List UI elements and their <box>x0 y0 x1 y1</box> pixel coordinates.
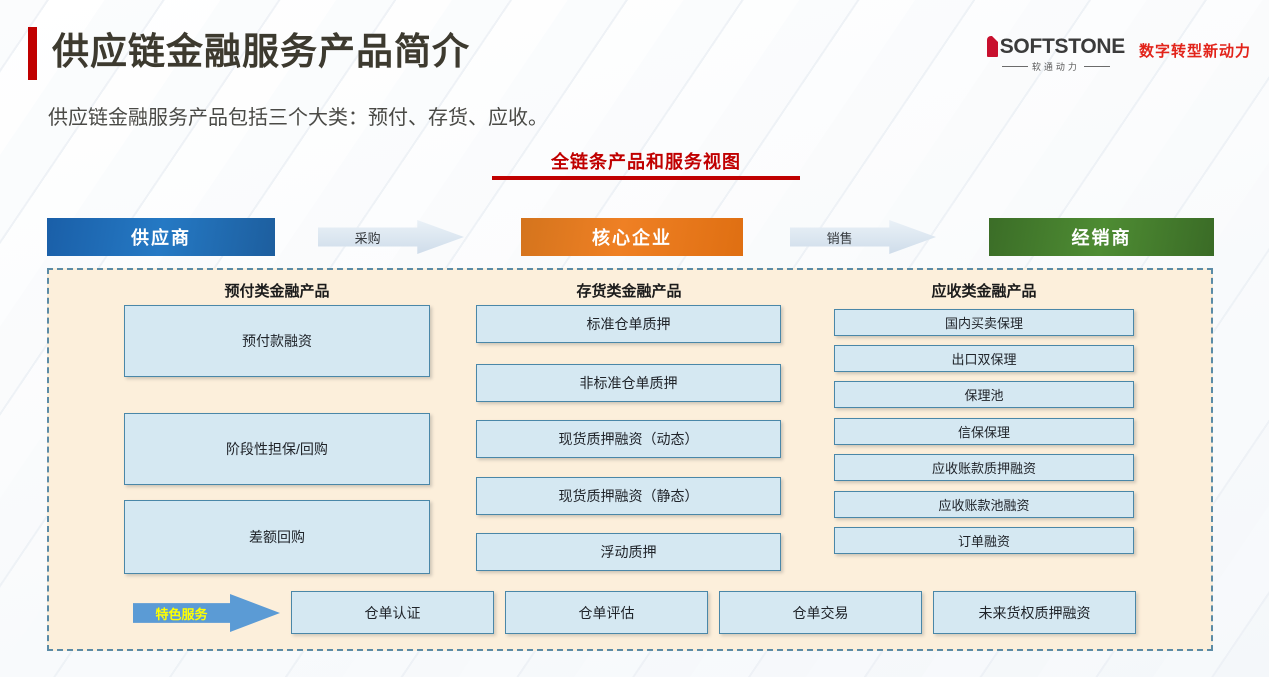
logo-i-icon <box>986 36 999 57</box>
feature-box[interactable]: 仓单评估 <box>505 591 708 634</box>
flow-arrow-sales: 销售 <box>790 220 936 254</box>
feature-service-label: 特色服务 <box>155 606 208 622</box>
product-box[interactable]: 标准仓单质押 <box>476 305 781 343</box>
product-box[interactable]: 国内买卖保理 <box>834 309 1134 336</box>
diagram-title: 全链条产品和服务视图 <box>551 152 741 172</box>
page-title: 供应链金融服务产品简介 <box>52 31 470 72</box>
page-subtitle: 供应链金融服务产品包括三个大类：预付、存货、应收。 <box>48 107 548 129</box>
logo-wordmark-row: SOFTSTONE <box>986 35 1126 58</box>
title-accent-bar <box>28 27 37 80</box>
feature-box[interactable]: 仓单交易 <box>719 591 922 634</box>
logo-cn-name: 软通动力 <box>1031 62 1080 72</box>
column-header-receivable: 应收类金融产品 <box>931 283 1037 300</box>
logo-rule-left-icon <box>1001 66 1028 67</box>
logo-rule-right-icon <box>1083 66 1110 67</box>
column-header-prepaid: 预付类金融产品 <box>224 283 330 300</box>
product-box[interactable]: 现货质押融资（动态） <box>476 420 781 458</box>
diagram-title-underline <box>492 176 800 180</box>
product-box[interactable]: 订单融资 <box>834 527 1134 554</box>
product-box[interactable]: 出口双保理 <box>834 345 1134 372</box>
chain-node-core: 核心企业 <box>521 218 743 256</box>
logo-slogan: 数字转型新动力 <box>1138 43 1251 60</box>
product-box[interactable]: 现货质押融资（静态） <box>476 477 781 515</box>
logo-cn-row: 软通动力 <box>987 60 1125 73</box>
feature-box[interactable]: 仓单认证 <box>291 591 494 634</box>
logo-wordmark: SOFTSTONE <box>999 35 1126 58</box>
logo-mark: SOFTSTONE 软通动力 <box>986 35 1126 73</box>
product-box[interactable]: 保理池 <box>834 381 1134 408</box>
product-box[interactable]: 应收账款池融资 <box>834 491 1134 518</box>
flow-arrow-sales-label: 销售 <box>826 230 853 246</box>
chain-node-core-label: 核心企业 <box>592 228 672 248</box>
flow-arrow-purchase-label: 采购 <box>354 230 381 246</box>
product-box[interactable]: 预付款融资 <box>124 305 430 377</box>
company-logo: SOFTSTONE 软通动力 数字转型新动力 <box>986 35 1251 73</box>
product-box[interactable]: 信保保理 <box>834 418 1134 445</box>
chain-node-dealer: 经销商 <box>989 218 1214 256</box>
flow-arrow-purchase: 采购 <box>318 220 464 254</box>
product-box[interactable]: 差额回购 <box>124 500 430 574</box>
product-box[interactable]: 浮动质押 <box>476 533 781 571</box>
feature-box[interactable]: 未来货权质押融资 <box>933 591 1136 634</box>
feature-service-arrow: 特色服务 <box>133 594 280 632</box>
product-box[interactable]: 阶段性担保/回购 <box>124 413 430 485</box>
product-box[interactable]: 非标准仓单质押 <box>476 364 781 402</box>
column-header-inventory: 存货类金融产品 <box>576 283 682 300</box>
chain-node-dealer-label: 经销商 <box>1071 228 1132 248</box>
chain-node-supplier: 供应商 <box>47 218 275 256</box>
product-box[interactable]: 应收账款质押融资 <box>834 454 1134 481</box>
chain-node-supplier-label: 供应商 <box>131 228 191 248</box>
